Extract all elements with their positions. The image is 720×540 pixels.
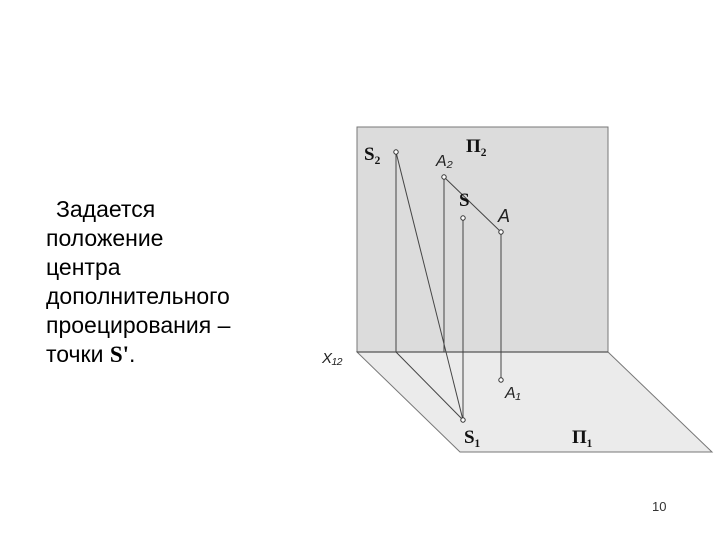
label-a2: A₂ <box>435 153 453 170</box>
label-pi2: Π₂ <box>466 136 487 157</box>
label-x12: X₁₂ <box>321 350 343 367</box>
frontal-plane-pi2 <box>356 126 609 353</box>
text-line-2: положение <box>46 225 164 251</box>
point-a2 <box>441 174 447 180</box>
text-line-1: Задается <box>56 196 156 222</box>
text-line-3: центра <box>46 254 121 280</box>
label-pi1: Π₁ <box>572 427 592 448</box>
point-s2 <box>393 149 399 155</box>
text-line-6-suffix: . <box>129 341 136 367</box>
point-a1 <box>498 377 504 383</box>
text-line-4: дополнительного <box>46 283 230 309</box>
point-s-prime-symbol: S' <box>109 342 130 367</box>
line-s2-s1 <box>395 151 464 421</box>
slide-description: Задается положение центра дополнительног… <box>46 195 296 369</box>
label-s2: S₂ <box>364 144 381 165</box>
point-a <box>498 229 504 235</box>
point-s1 <box>460 417 466 423</box>
line-base-diagonal <box>395 351 464 421</box>
label-a: A <box>497 206 510 226</box>
label-s1: S₁ <box>464 427 480 448</box>
point-s <box>460 215 466 221</box>
label-s: S <box>459 190 470 211</box>
label-a1: A₁ <box>504 385 521 402</box>
text-line-6-prefix: точки <box>46 341 110 367</box>
text-line-5: проецирования – <box>46 312 231 338</box>
text-line-6: точки S'. <box>46 340 296 369</box>
line-a2-a <box>443 176 502 233</box>
page-number: 10 <box>652 499 667 514</box>
